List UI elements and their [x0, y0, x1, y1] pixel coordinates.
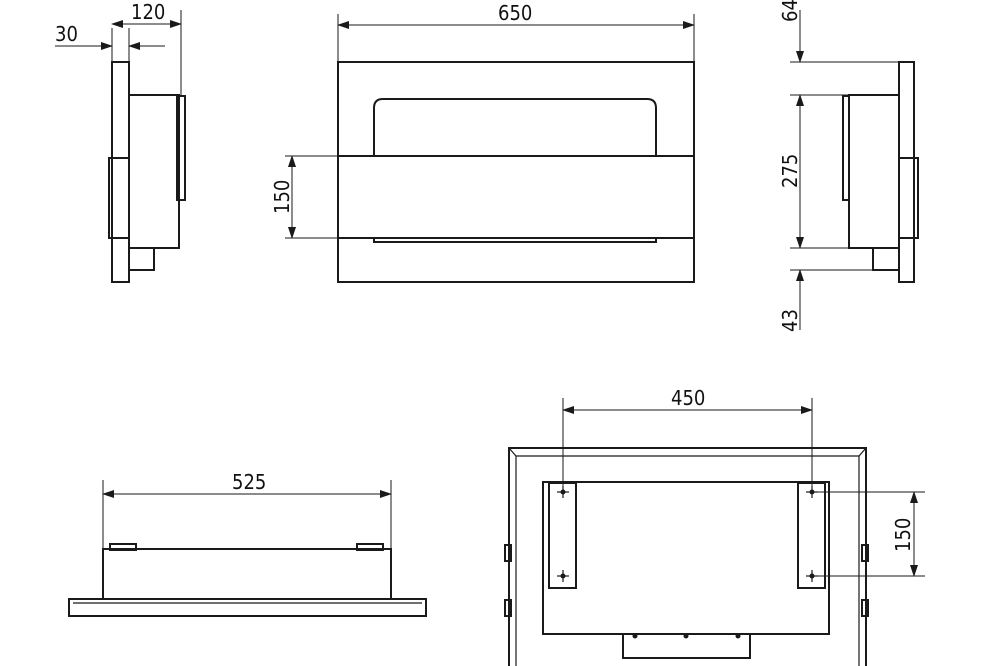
dim-back-150-label: 150: [891, 518, 915, 552]
dim-front-150-label: 150: [270, 180, 294, 214]
left-side-view: 30 120: [55, 0, 186, 283]
right-side-view: 64 275 43: [778, 0, 919, 332]
dim-650-label: 650: [498, 1, 532, 25]
dim-275-label: 275: [778, 154, 802, 188]
dim-64-label: 64: [778, 0, 802, 22]
front-view: 650 150: [270, 1, 695, 283]
dim-30-label: 30: [55, 22, 78, 46]
dim-43-label: 43: [778, 309, 802, 332]
dim-120-label: 120: [131, 0, 165, 24]
dim-450-label: 450: [671, 386, 705, 410]
back-view: 450 150: [504, 386, 925, 666]
mount-hole: [557, 570, 569, 582]
top-view: 525: [68, 470, 427, 617]
dim-525-label: 525: [232, 470, 266, 494]
